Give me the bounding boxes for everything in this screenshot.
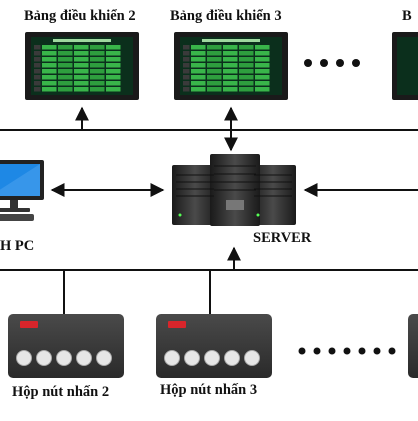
box3-label: Hộp nút nhấn 3 <box>160 382 258 398</box>
control-panel-monitor-icon <box>25 32 139 100</box>
control-panel-monitor-icon <box>392 32 418 100</box>
pc-label: H PC <box>0 238 35 254</box>
server-label: SERVER <box>253 230 312 246</box>
push-button-box-icon <box>156 314 272 378</box>
ellipsis-icon <box>298 347 396 355</box>
ellipsis-icon <box>304 59 360 67</box>
desktop-pc-icon <box>0 160 44 221</box>
board-partial-label: B <box>402 8 412 24</box>
board2-label: Bảng điều khiển 2 <box>24 8 136 24</box>
server-rack-icon <box>172 154 296 226</box>
board3-label: Bảng điều khiển 3 <box>170 8 282 24</box>
control-panel-monitor-icon <box>174 32 288 100</box>
push-button-box-icon <box>408 314 418 378</box>
push-button-box-icon <box>8 314 124 378</box>
box2-label: Hộp nút nhấn 2 <box>12 384 110 400</box>
